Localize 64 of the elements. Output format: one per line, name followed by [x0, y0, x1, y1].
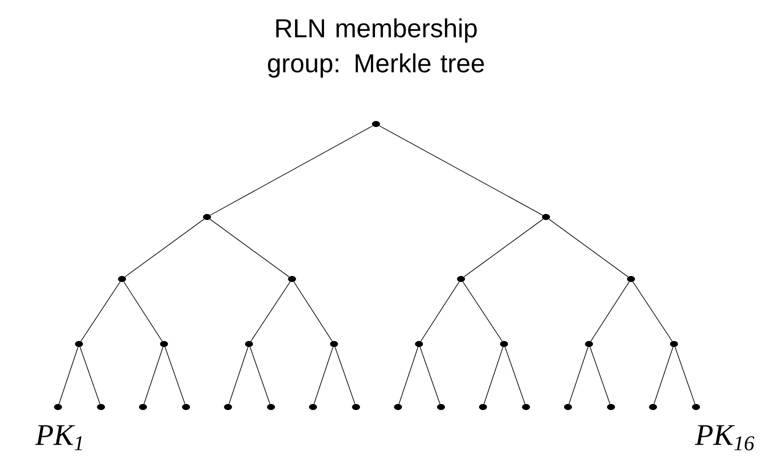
tree-node	[542, 214, 550, 220]
tree-node	[394, 404, 402, 410]
leaf-label: PK$_{1}$	[35, 425, 82, 450]
tree-node	[330, 341, 338, 347]
tree-node	[627, 276, 635, 282]
tree-edge	[590, 282, 630, 342]
tree-edge	[398, 346, 418, 404]
tree-node	[352, 404, 360, 410]
tree-edge	[548, 218, 628, 278]
tree-node	[118, 276, 126, 282]
title: RLN membership group: Merkle tree	[268, 18, 484, 78]
tree-node	[692, 404, 700, 410]
tree-node	[649, 404, 657, 410]
tree-edge	[420, 282, 460, 342]
tree-node	[457, 276, 465, 282]
tree-node	[500, 341, 508, 347]
tree-edge	[420, 346, 440, 404]
tree-node	[437, 404, 445, 410]
tree-node	[160, 341, 168, 347]
tree-node	[182, 404, 190, 410]
tree-edge	[210, 126, 373, 216]
tree-edge	[504, 346, 526, 404]
tree-edge	[80, 282, 120, 342]
tree-edge	[124, 218, 204, 278]
tree-edge	[568, 346, 588, 404]
tree-edge	[58, 346, 78, 404]
tree-edge	[210, 218, 290, 278]
tree-edge	[250, 346, 270, 404]
tree-edge	[462, 282, 502, 342]
tree-edge	[464, 218, 544, 278]
tree-edge	[314, 346, 334, 404]
tree-edge	[674, 346, 696, 404]
tree-node	[564, 404, 572, 410]
tree-node	[224, 404, 232, 410]
tree-edge	[228, 346, 248, 404]
tree-node	[203, 214, 211, 220]
tree-node	[139, 404, 147, 410]
tree-edge	[250, 282, 290, 342]
tree-edge	[590, 346, 610, 404]
tree-edge	[654, 346, 674, 404]
tree-edge	[334, 346, 356, 404]
tree-node	[54, 404, 62, 410]
leaf-label: PK$_{16}$	[694, 425, 754, 450]
tree-edge	[124, 282, 162, 342]
tree-edge	[294, 282, 332, 342]
tree-edge	[80, 346, 100, 404]
tree-node	[97, 404, 105, 410]
tree-edge	[484, 346, 504, 404]
tree-edge	[144, 346, 164, 404]
tree-node	[415, 341, 423, 347]
tree-node	[309, 404, 317, 410]
tree-node	[372, 121, 380, 127]
tree-node	[522, 404, 530, 410]
tree-node	[585, 341, 593, 347]
tree-node	[670, 341, 678, 347]
tree-edge	[632, 282, 672, 342]
tree-edge	[379, 126, 543, 216]
tree-edge	[164, 346, 186, 404]
tree-node	[607, 404, 615, 410]
tree-node	[267, 404, 275, 410]
tree-node	[479, 404, 487, 410]
tree-node	[75, 341, 83, 347]
tree-node	[245, 341, 253, 347]
tree-node	[288, 276, 296, 282]
